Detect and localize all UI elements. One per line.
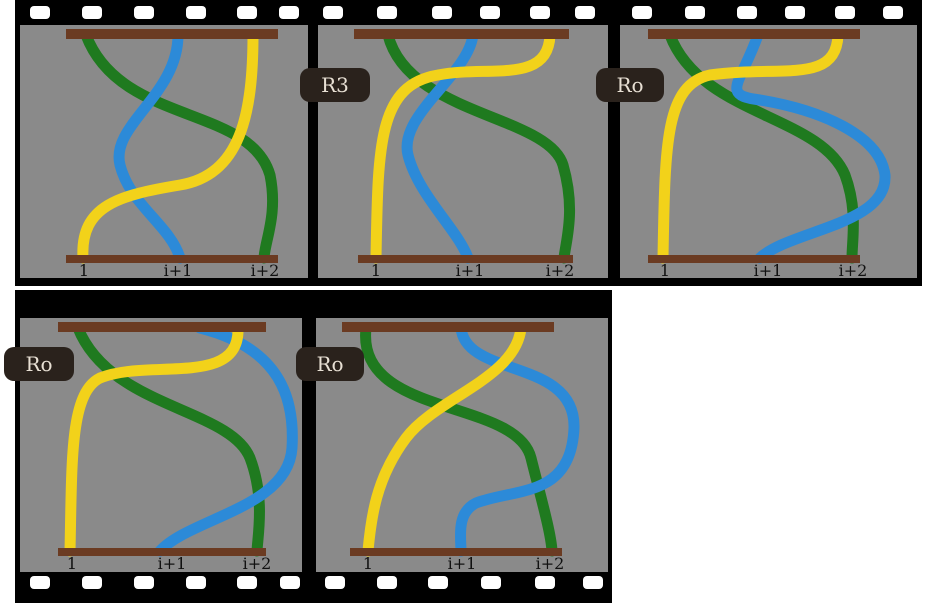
sprocket-hole-icon [883,6,903,19]
sprocket-hole-icon [186,576,206,589]
strand-label-i-plus-1: i+1 [753,261,783,279]
top-bar [342,322,554,332]
strand-label-i-plus-1: i+1 [163,261,193,279]
sprocket-hole-icon [737,6,757,19]
yellow-strand [362,322,527,557]
sprocket-hole-icon [82,6,102,19]
green-strand [360,322,558,557]
strand-label-i-plus-2: i+2 [535,554,565,572]
green-strand [80,29,279,264]
strand-label-1: 1 [78,261,90,279]
strand-label-1: 1 [370,261,382,279]
sprocket-hole-icon [377,576,397,589]
strand-label-1: 1 [659,261,671,279]
bottom-bar [66,255,278,263]
bottom-bar [648,255,860,263]
sprocket-hole-icon [480,6,500,19]
sprocket-hole-icon [279,6,299,19]
braid-diagram [58,322,298,557]
braid-panel-5: 1 i+1 i+2 [316,318,608,572]
yellow-strand [64,322,244,557]
sprocket-hole-icon [237,6,257,19]
strand-label-1: 1 [362,554,374,572]
strand-label-1: 1 [66,554,78,572]
sprocket-hole-icon [530,6,550,19]
strand-label-i-plus-2: i+2 [545,261,575,279]
sprocket-hole-icon [30,6,50,19]
strand-label-i-plus-2: i+2 [838,261,868,279]
top-bar [648,29,860,39]
sprocket-hole-icon [82,576,102,589]
strand-label-i-plus-2: i+2 [242,554,272,572]
blue-strand [113,29,186,264]
sprocket-hole-icon [583,576,603,589]
yellow-strand [77,29,259,264]
bottom-bar [358,255,573,263]
strand-label-i-plus-1: i+1 [447,554,477,572]
top-bar [58,322,266,332]
green-strand [72,322,265,557]
sprocket-hole-icon [134,576,154,589]
braid-panel-1: 1 i+1 i+2 [20,25,308,278]
blue-strand [154,322,298,557]
yellow-strand [657,29,844,264]
move-label-ro: Ro [596,68,664,102]
move-label-r3: R3 [300,68,370,102]
braid-diagram [354,29,576,264]
bottom-bar [350,548,562,556]
sprocket-hole-icon [134,6,154,19]
bottom-bar [58,548,266,556]
braid-diagram [66,29,279,264]
sprocket-hole-icon [323,6,343,19]
blue-strand [731,29,891,264]
top-bar [66,29,278,39]
sprocket-hole-icon [237,576,257,589]
sprocket-hole-icon [481,576,501,589]
sprocket-hole-icon [280,576,300,589]
sprocket-hole-icon [432,6,452,19]
braid-diagram [648,29,891,264]
sprocket-hole-icon [428,576,448,589]
braid-panel-2: 1 i+1 i+2 [318,25,608,278]
braid-diagram [342,322,580,557]
braid-panel-3: 1 i+1 i+2 [620,25,917,278]
sprocket-hole-icon [632,6,652,19]
strand-label-i-plus-2: i+2 [250,261,280,279]
sprocket-hole-icon [325,576,345,589]
sprocket-hole-icon [835,6,855,19]
sprocket-hole-icon [535,576,555,589]
top-bar [354,29,569,39]
move-label-ro: Ro [296,347,364,381]
sprocket-hole-icon [685,6,705,19]
sprocket-hole-icon [186,6,206,19]
strand-label-i-plus-1: i+1 [455,261,485,279]
sprocket-hole-icon [575,6,595,19]
strand-label-i-plus-1: i+1 [157,554,187,572]
sprocket-hole-icon [30,576,50,589]
sprocket-hole-icon [785,6,805,19]
sprocket-hole-icon [377,6,397,19]
yellow-strand [370,29,556,264]
move-label-ro: Ro [4,347,74,381]
